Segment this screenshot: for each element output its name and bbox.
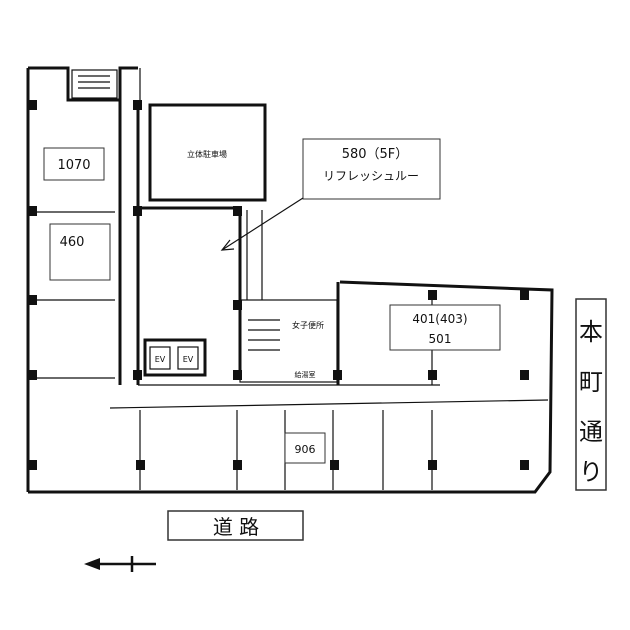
street-right-box [575, 298, 607, 491]
room-401-label: 401(403) [412, 312, 467, 326]
left-arrow-icon [84, 556, 156, 572]
room-401-box [389, 304, 501, 351]
room-501-label: 501 [429, 332, 452, 346]
elevator-2-label: EV [183, 355, 194, 364]
pointer-arrow [220, 197, 304, 251]
womens-toilet-label: 女子便所 [292, 320, 324, 330]
street-bottom-box [167, 510, 304, 541]
outer-walls [26, 66, 554, 494]
columns [29, 100, 529, 470]
refresh-room-name: リフレッシュルー [323, 169, 419, 183]
street-right-char-4: り [579, 458, 603, 486]
room-1070-label: 1070 [57, 158, 90, 173]
elevator-2-box [177, 346, 199, 370]
street-bottom-label: 道 路 [213, 515, 259, 539]
room-1070-box [43, 147, 105, 181]
interior-walls [30, 100, 549, 490]
refresh-room-box [302, 138, 441, 200]
parking-label: 立体駐車場 [187, 149, 227, 159]
street-right-char-1: 本 [579, 318, 603, 346]
elevator-1-box [149, 346, 171, 370]
room-906-box [284, 432, 326, 464]
street-right-char-2: 町 [579, 368, 603, 396]
room-906-label: 906 [295, 443, 316, 456]
room-460-box [49, 223, 111, 281]
refresh-room-area: 580（5F） [342, 147, 409, 162]
elevator-1-label: EV [155, 355, 166, 364]
kitchenette-label: 給湯室 [295, 370, 316, 379]
room-460-label: 460 [60, 235, 85, 250]
street-right-char-3: 通 [579, 418, 603, 446]
